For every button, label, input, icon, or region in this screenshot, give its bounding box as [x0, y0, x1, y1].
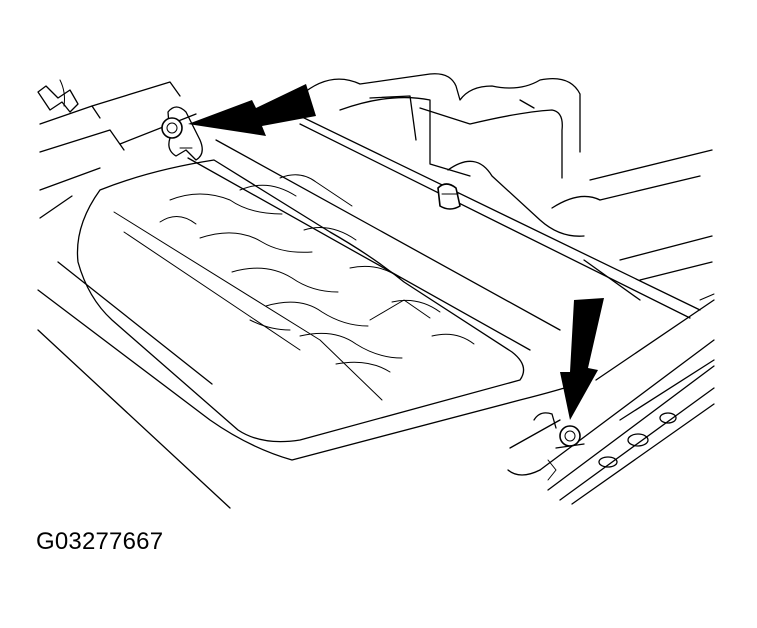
arrow-lower	[560, 298, 604, 420]
upper-frame	[299, 73, 713, 301]
figure-id-label: G03277667	[36, 528, 164, 555]
panel-ribs	[159, 174, 475, 373]
seat-rail	[507, 293, 715, 505]
brace-cable	[299, 115, 701, 319]
bolt-upper	[161, 106, 203, 161]
corner-bracket	[37, 79, 125, 191]
bolt-lower	[533, 412, 585, 449]
arrow-upper	[188, 84, 316, 136]
